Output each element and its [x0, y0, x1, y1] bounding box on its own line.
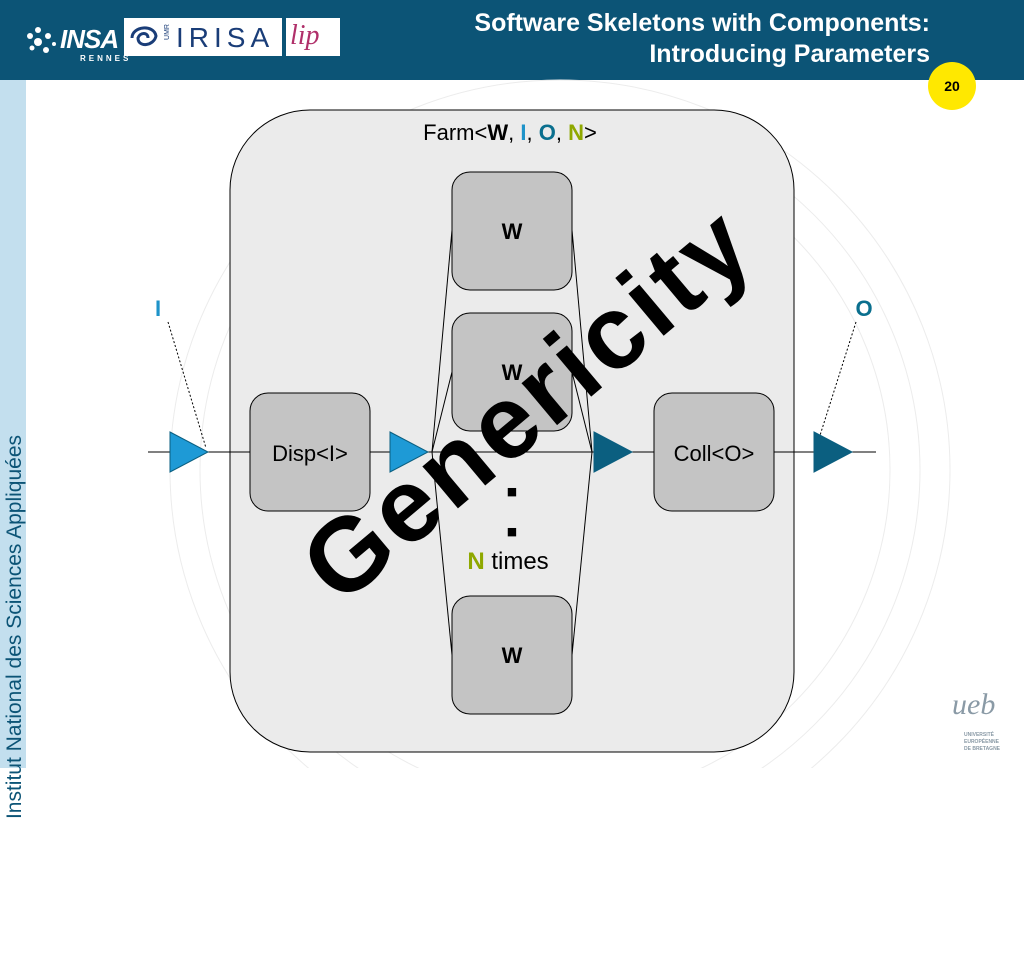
farm-param-n: N: [568, 120, 584, 145]
slide-title: Software Skeletons with Components: Intr…: [474, 8, 930, 70]
collector-label: Coll<O>: [674, 441, 755, 466]
collector-box: [653, 392, 775, 512]
header-bar: INSA RENNES UMR IRISA lip Software Skele…: [0, 0, 1024, 80]
farm-label-suffix: >: [584, 120, 597, 145]
output-pointer-line: [815, 321, 857, 449]
farm-param-i: I: [520, 120, 526, 145]
dispatcher-box: [249, 392, 371, 512]
insa-logo-subtext: RENNES: [80, 54, 132, 63]
slide-title-line2: Introducing Parameters: [649, 40, 930, 68]
ueb-sub-line2: EUROPÉENNE: [964, 739, 1000, 745]
farm-comma-2: ,: [526, 120, 538, 145]
n-times-n: N: [467, 548, 484, 575]
output-port-triangle: [813, 431, 854, 473]
farm-comma-1: ,: [508, 120, 520, 145]
irisa-logo-text: IRISA: [176, 22, 275, 53]
fan-out-lines: [431, 229, 593, 656]
irisa-swirl-icon: [130, 26, 158, 46]
n-times-label: N times: [467, 548, 548, 575]
farm-diagram: Farm<W, I, O, N> Disp<I> Coll<O> W W W ■…: [148, 79, 951, 768]
output-label: O: [855, 296, 872, 321]
input-pointer-line: [167, 321, 207, 449]
slide-title-line1: Software Skeletons with Components:: [474, 9, 930, 37]
dispatcher-label: Disp<I>: [272, 441, 348, 466]
ueb-sub-line3: DE BRETAGNE: [964, 746, 1001, 752]
insa-dots-icon: [27, 27, 56, 53]
ellipsis-dot-1: ■: [507, 446, 517, 459]
insa-logo: INSA RENNES: [22, 18, 128, 63]
ellipsis-dot-2: ■: [507, 485, 517, 498]
ellipsis-dot-3: ■: [507, 525, 517, 538]
farm-param-o: O: [539, 120, 556, 145]
ueb-logo-subtext: UNIVERSITÉ EUROPÉENNE DE BRETAGNE: [964, 732, 1000, 753]
insa-logo-text: INSA: [60, 24, 119, 54]
farm-param-w: W: [487, 120, 508, 145]
worker-box-1: [451, 171, 573, 291]
worker-label-1: W: [502, 219, 523, 244]
farm-label-prefix: Farm<: [423, 120, 487, 145]
farm-label: Farm<W, I, O, N>: [423, 120, 597, 145]
dispatcher-out-port-triangle: [389, 431, 430, 473]
n-times-text: times: [485, 548, 549, 575]
lip-logo-text: lip: [290, 20, 320, 51]
irisa-logo: UMR IRISA: [124, 18, 282, 56]
sidebar-band: Institut National des Sciences Appliquée…: [0, 80, 26, 819]
worker-box-2: [451, 312, 573, 432]
page-number-badge: 20: [928, 62, 976, 110]
ueb-sub-line1: UNIVERSITÉ: [964, 732, 995, 738]
worker-box-3: [451, 595, 573, 715]
input-label: I: [155, 296, 161, 321]
collector-in-port-triangle: [593, 431, 634, 473]
input-port-triangle: [169, 431, 210, 473]
lip-logo: lip: [286, 18, 340, 56]
ueb-logo: ueb UNIVERSITÉ EUROPÉENNE DE BRETAGNE: [950, 688, 1010, 766]
worker-label-2: W: [502, 360, 523, 385]
ueb-logo-mark: ueb: [952, 688, 996, 721]
farm-comma-3: ,: [556, 120, 568, 145]
worker-label-3: W: [502, 643, 523, 668]
